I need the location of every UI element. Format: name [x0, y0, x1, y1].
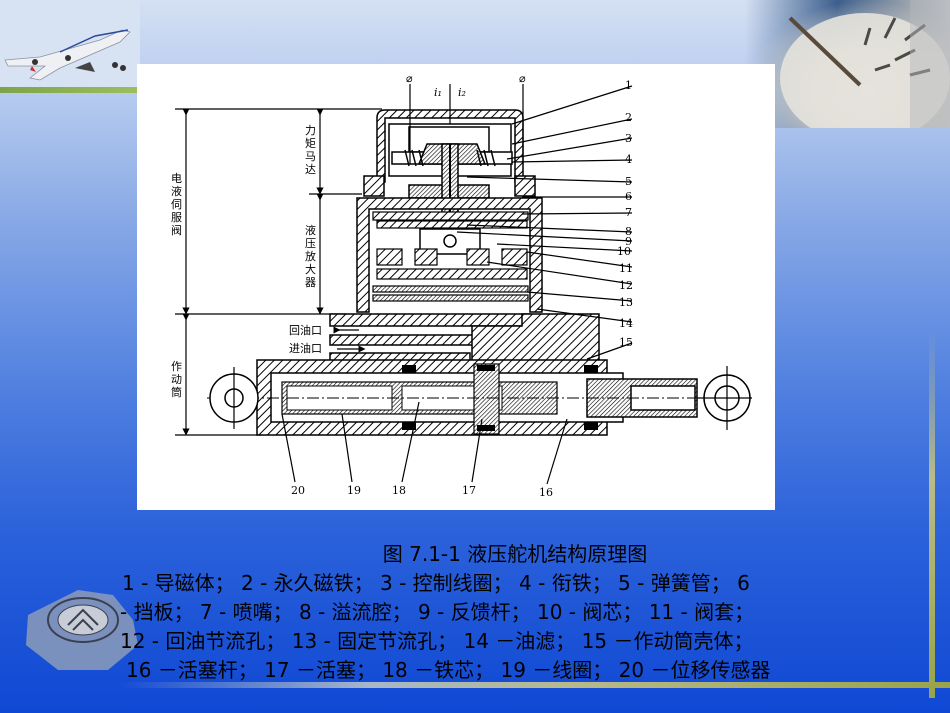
figure-caption: 图 7.1-1 液压舵机结构原理图 1 - 导磁体； 2 - 永久磁铁； 3 -… — [112, 540, 912, 685]
svg-text:8: 8 — [625, 225, 632, 238]
section-label-actuator: 作动筒 — [171, 360, 182, 399]
dimension-lines — [175, 108, 382, 436]
caption-line-3: 12 - 回油节流孔； 13 - 固定节流孔； 14 －油滤； 15 －作动筒壳… — [120, 629, 754, 653]
stone-seal-photo — [26, 590, 138, 670]
svg-text:19: 19 — [347, 484, 361, 497]
hydraulic-amplifier — [356, 197, 543, 313]
manifold-block: 回油口 进油口 — [289, 313, 600, 370]
svg-text:18: 18 — [392, 484, 406, 497]
svg-text:3: 3 — [625, 132, 632, 145]
section-label-torque-motor: 力矩马达 — [305, 124, 316, 176]
svg-text:作动筒: 作动筒 — [171, 360, 182, 399]
section-label-hydraulic-amplifier: 液压放大器 — [305, 223, 316, 289]
svg-text:电液伺服阀: 电液伺服阀 — [171, 172, 182, 237]
horizontal-accent-line — [120, 682, 950, 688]
svg-text:16: 16 — [539, 486, 553, 499]
airplane-photo — [0, 0, 140, 88]
svg-text:i₁: i₁ — [434, 86, 442, 99]
torque-motor: ⌀ ⌀ i₁ i₂ — [363, 72, 536, 242]
svg-text:力矩马达: 力矩马达 — [305, 124, 316, 176]
svg-text:1: 1 — [625, 79, 632, 92]
svg-text:⌀: ⌀ — [519, 72, 526, 85]
svg-text:5: 5 — [625, 175, 632, 188]
svg-text:2: 2 — [625, 111, 632, 124]
svg-text:20: 20 — [291, 484, 305, 497]
svg-text:14: 14 — [619, 317, 633, 330]
sundial-photo — [745, 0, 950, 143]
leader-lines — [281, 85, 633, 485]
svg-text:10: 10 — [617, 245, 631, 258]
svg-text:11: 11 — [619, 262, 633, 275]
svg-text:15: 15 — [619, 336, 633, 349]
svg-text:17: 17 — [462, 484, 476, 497]
caption-line-1: 1 - 导磁体； 2 - 永久磁铁； 3 - 控制线圈； 4 - 衔铁； 5 -… — [122, 571, 750, 595]
vertical-accent-line — [929, 330, 935, 698]
caption-line-2: - 挡板； 7 - 喷嘴； 8 - 溢流腔； 9 - 反馈杆； 10 - 阀芯；… — [120, 600, 755, 624]
svg-text:6: 6 — [625, 190, 632, 203]
svg-text:13: 13 — [619, 296, 633, 309]
caption-title: 图 7.1-1 液压舵机结构原理图 — [382, 542, 648, 566]
section-label-servo-valve: 电液伺服阀 — [171, 172, 182, 237]
svg-text:12: 12 — [619, 279, 633, 292]
svg-text:i₂: i₂ — [458, 86, 466, 99]
supply-port-label: 进油口 — [289, 341, 322, 355]
svg-text:液压放大器: 液压放大器 — [305, 223, 316, 289]
green-accent-bar — [0, 87, 138, 93]
svg-text:9: 9 — [625, 235, 632, 248]
svg-text:4: 4 — [625, 153, 632, 166]
hydraulic-actuator-diagram: 电液伺服阀 力矩马达 液压放大器 作动筒 ⌀ ⌀ i₁ i₂ — [137, 64, 775, 510]
caption-line-4: 16 －活塞杆； 17 －活塞； 18 －铁芯； 19 －线圈； 20 －位移传… — [126, 658, 771, 682]
actuator-cylinder — [207, 359, 752, 436]
svg-text:⌀: ⌀ — [406, 72, 413, 85]
part-numbers-bottom: 20 19 18 17 16 — [291, 484, 553, 499]
svg-text:7: 7 — [625, 206, 632, 219]
return-port-label: 回油口 — [289, 323, 322, 337]
